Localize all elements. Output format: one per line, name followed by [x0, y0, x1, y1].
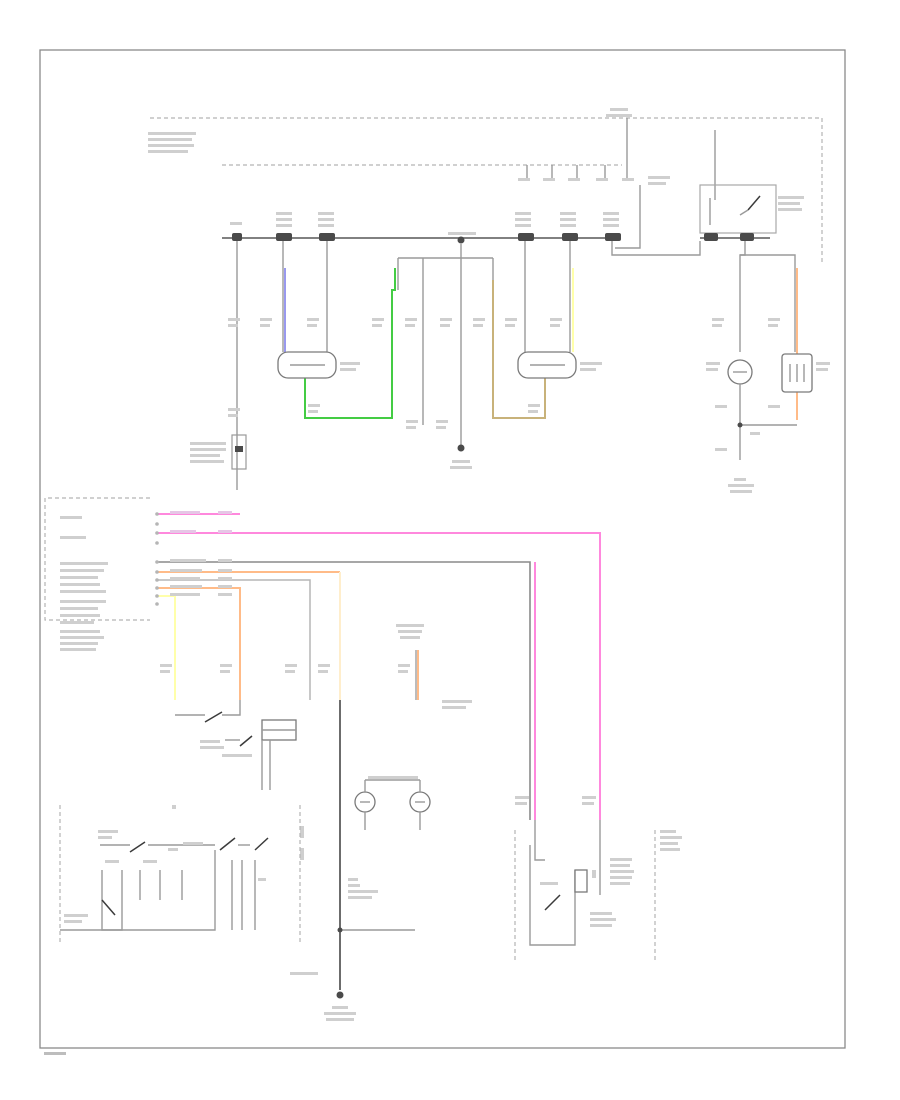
drop-right-4: [739, 241, 746, 352]
wire-pink-2: [158, 532, 601, 820]
connector-icon: [190, 408, 247, 470]
fuse-to-relay: [615, 185, 641, 249]
splice-icon: [457, 236, 465, 244]
bottom-splice-icon: [337, 927, 343, 933]
headlamp-relay: [699, 184, 804, 234]
module-wire-codes: [170, 511, 232, 596]
wire-grey-1: [158, 579, 311, 700]
high-beam-indicator: [706, 359, 753, 425]
right-ground-labels: [715, 405, 780, 493]
fog-lamp-labels: [300, 776, 418, 899]
left-headlamp: [277, 351, 360, 379]
bulb-icon: [354, 780, 431, 830]
right-headlamp: [517, 351, 602, 379]
wire-dark-main: [158, 561, 531, 820]
relay-to-lamps: [740, 254, 796, 265]
diagram-border: [39, 49, 846, 1049]
right-splice-icon: [737, 422, 743, 428]
connector-pins: [232, 233, 754, 241]
headlamp-ground-labels: [308, 404, 540, 429]
headlamp-switch-label: [396, 624, 472, 709]
dimmer-switch-assembly: [60, 805, 269, 931]
wire-green: [304, 268, 396, 419]
switch-icon: [175, 700, 297, 790]
module-pin-labels: [60, 516, 108, 624]
switch-module-boundary: [59, 805, 301, 945]
fog-relay-boundary: [514, 830, 656, 960]
wire-orange-2: [158, 587, 241, 700]
bottom-ground-icon: [290, 972, 356, 1021]
lower-wire-labels: [60, 630, 410, 673]
module-pins: [155, 512, 159, 606]
fuse-block-boundary: [150, 117, 823, 265]
wire-tan: [492, 280, 546, 419]
fog-lamp-relay: [515, 796, 682, 946]
ground-icon: [450, 444, 472, 469]
fuse-block-label-top-left: [148, 132, 196, 153]
module-boundary: [44, 497, 150, 621]
daytime-running-lamp-module: [781, 353, 830, 393]
drop-right-3: [611, 241, 701, 256]
fuse-labels-row: [518, 176, 670, 185]
connector-labels: [230, 212, 619, 235]
wire-labels-row: [228, 318, 780, 327]
hot-at-all-times-label: [606, 108, 632, 117]
wire-yellow-1: [158, 595, 176, 700]
footer-code-mark: [44, 1052, 66, 1055]
